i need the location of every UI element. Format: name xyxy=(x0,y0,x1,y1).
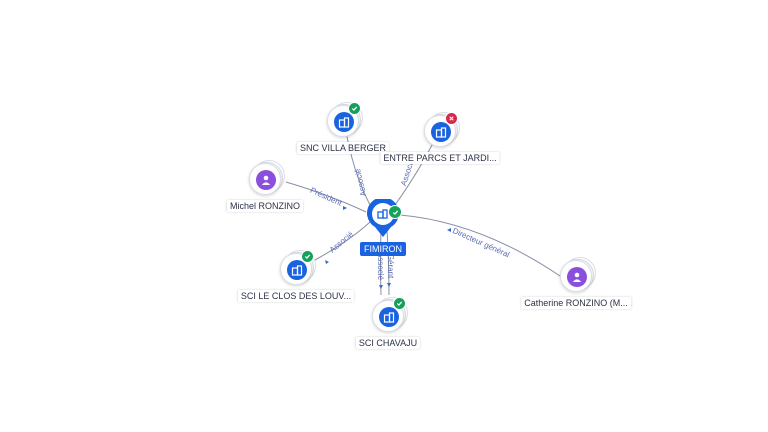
node-label: Catherine RONZINO (M... xyxy=(521,297,631,309)
edge-catherine-ronzino xyxy=(399,214,561,277)
edge-label-associe-bottom: Associé xyxy=(376,252,385,281)
edge-label-michel: Président xyxy=(309,186,344,208)
edge-label-gerant: Gérant xyxy=(386,254,395,279)
node-label: SNC VILLA BERGER xyxy=(296,142,390,154)
edge-label-sci-le-clos: Associé xyxy=(328,229,356,254)
active-status-icon xyxy=(393,297,406,310)
node-label: SCI LE CLOS DES LOUV... xyxy=(237,290,355,302)
node-label: ENTRE PARCS ET JARDI... xyxy=(380,152,500,164)
building-icon xyxy=(431,122,451,142)
edge-label-snc: Associé xyxy=(353,167,368,197)
center-node-label: FIMIRON xyxy=(360,242,406,256)
closed-status-icon xyxy=(445,112,458,125)
active-status-icon xyxy=(388,205,402,219)
arrow-directeur xyxy=(447,228,451,232)
person-icon xyxy=(256,170,276,190)
node-label: Michel RONZINO xyxy=(226,200,304,212)
building-icon xyxy=(287,260,307,280)
edge-sci-chavaju-2 xyxy=(386,229,390,296)
active-status-icon xyxy=(301,250,314,263)
edge-michel-ronzino xyxy=(285,181,367,213)
arrow-associe-left xyxy=(325,260,329,264)
building-icon xyxy=(379,307,399,327)
arrow-gerant xyxy=(379,285,383,289)
building-icon xyxy=(334,112,354,132)
active-status-icon xyxy=(348,102,361,115)
person-icon xyxy=(567,267,587,287)
arrow-president xyxy=(343,206,347,210)
arrow-associe-bottom xyxy=(387,283,391,287)
edge-sci-chavaju-1 xyxy=(380,229,382,296)
node-label: SCI CHAVAJU xyxy=(355,337,421,349)
